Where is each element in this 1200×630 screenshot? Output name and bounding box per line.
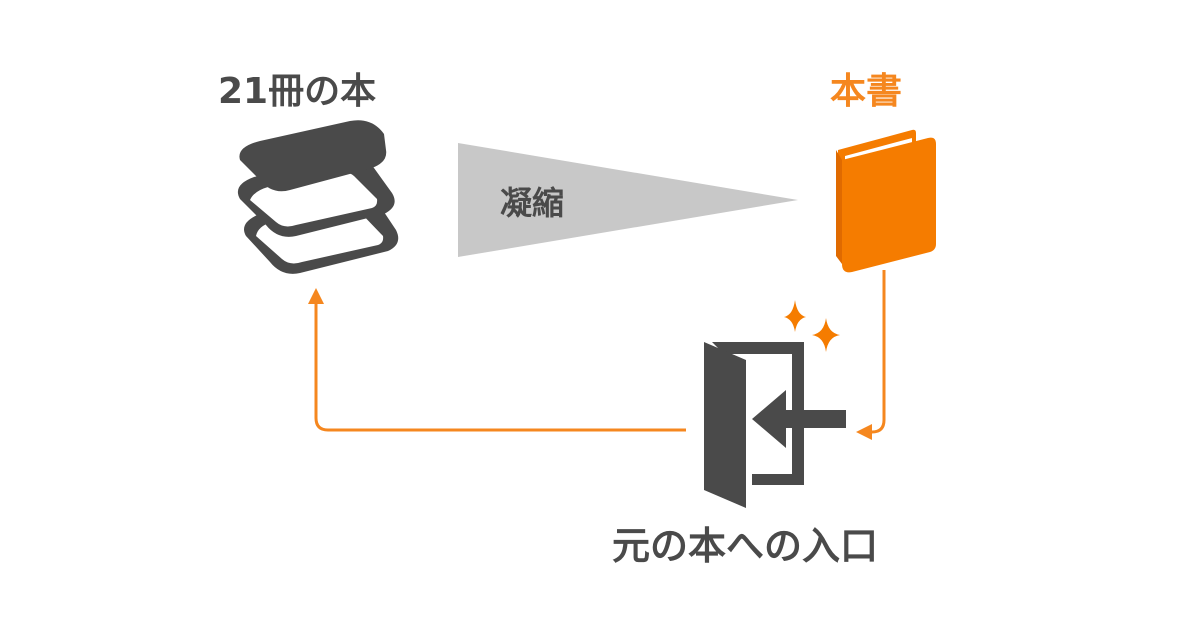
book-icon — [836, 129, 936, 273]
source-books-label: 21冊の本 — [218, 71, 377, 112]
compression-label: 凝縮 — [500, 184, 565, 222]
connector-arrow-to-books — [308, 288, 686, 432]
entrance-label: 元の本への入口 — [612, 524, 879, 568]
door-enter-icon — [704, 342, 846, 508]
stacked-books-icon — [237, 120, 399, 274]
sparkle-icon — [784, 300, 806, 332]
sparkle-icon — [812, 318, 840, 352]
compression-wedge — [458, 143, 798, 257]
this-book-label: 本書 — [830, 71, 903, 112]
connector-arrow-to-entrance — [856, 270, 886, 440]
